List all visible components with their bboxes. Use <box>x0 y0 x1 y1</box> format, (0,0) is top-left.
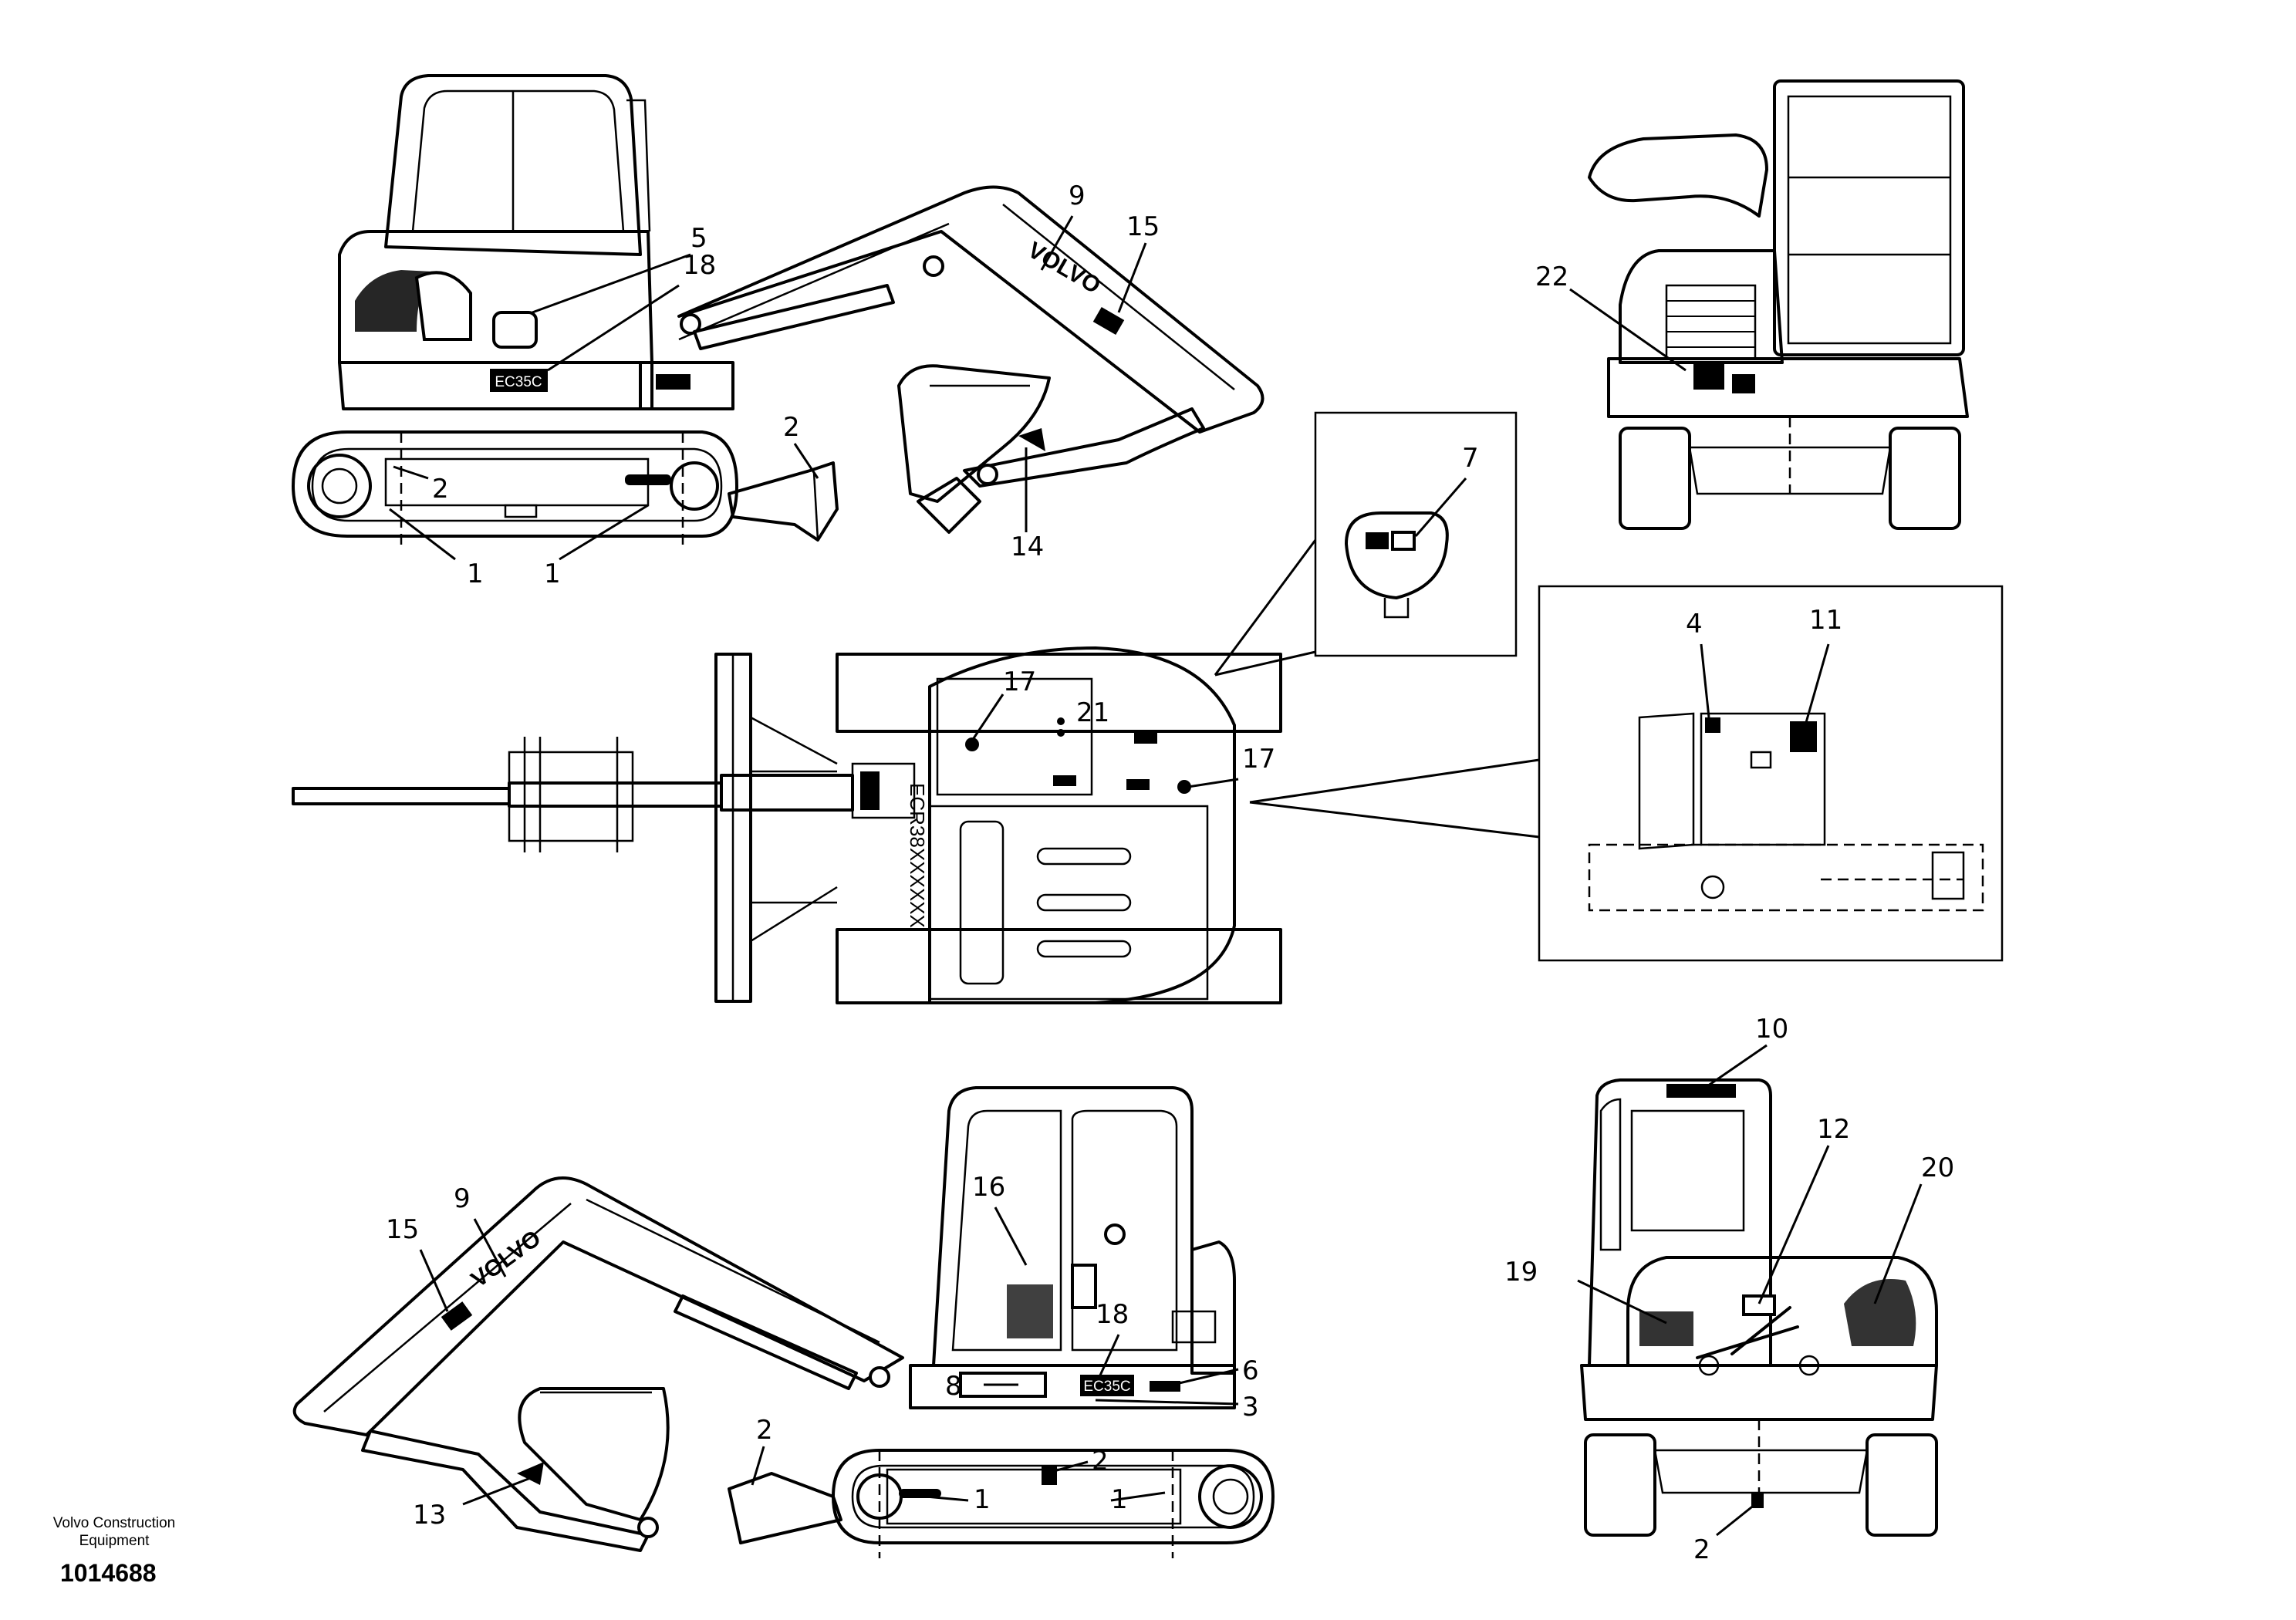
callout-22: 22 <box>1535 262 1568 292</box>
callout-8: 8 <box>945 1371 962 1402</box>
callout-11: 11 <box>1809 605 1842 636</box>
callout-3: 3 <box>1242 1392 1259 1423</box>
footer: Volvo Construction Equipment 1014688 <box>53 1515 175 1587</box>
callout-20: 20 <box>1921 1153 1954 1183</box>
callout-2: 2 <box>432 474 449 505</box>
callout-15: 15 <box>1126 211 1160 242</box>
callout-leaders <box>389 215 1923 1537</box>
detail-box-7 <box>1314 411 1518 657</box>
rear-view-closed <box>1580 1078 1938 1537</box>
callout-6: 6 <box>1242 1355 1259 1386</box>
callout-2: 2 <box>1092 1446 1109 1477</box>
company-name-line1: Volvo Construction <box>53 1515 175 1531</box>
callout-7: 7 <box>1462 443 1479 474</box>
callout-2: 2 <box>783 412 800 443</box>
callout-19: 19 <box>1504 1257 1538 1288</box>
callout-1: 1 <box>544 559 561 589</box>
callout-18: 18 <box>1096 1299 1129 1330</box>
callout-4: 4 <box>1686 609 1703 640</box>
callout-1: 1 <box>467 559 484 589</box>
callout-16: 16 <box>972 1172 1005 1203</box>
callout-10: 10 <box>1755 1014 1788 1045</box>
company-name-line2: Equipment <box>79 1533 150 1549</box>
top-view: ECR38XXXXXX <box>292 539 1540 1004</box>
part-number: 1014688 <box>60 1559 157 1587</box>
serial-marking: ECR38XXXXXX <box>906 783 929 928</box>
rear-view-open-hood <box>1588 79 1969 530</box>
callout-2: 2 <box>1693 1534 1710 1565</box>
callout-17: 17 <box>1003 667 1036 697</box>
callout-labels: 1 1 2 2 5 18 9 15 14 22 7 17 21 17 4 11 … <box>386 181 1954 1565</box>
brand-marking-boom-left: VOLVO <box>1024 237 1106 299</box>
model-marking-left: EC35C <box>495 374 542 390</box>
model-marking-right: EC35C <box>1083 1379 1130 1395</box>
callout-5: 5 <box>690 223 707 254</box>
brand-marking-boom-right: VOLVO <box>467 1226 546 1293</box>
detail-box-4-11 <box>1538 585 2004 962</box>
callout-18: 18 <box>683 250 716 281</box>
callout-9: 9 <box>454 1183 471 1214</box>
callout-2: 2 <box>756 1415 773 1446</box>
callout-15: 15 <box>386 1214 419 1245</box>
callout-12: 12 <box>1817 1114 1850 1145</box>
callout-1: 1 <box>974 1484 991 1515</box>
callout-13: 13 <box>413 1500 446 1531</box>
left-side-view: EC35C VOLVO <box>292 74 1264 548</box>
callout-1: 1 <box>1111 1484 1128 1515</box>
callout-21: 21 <box>1076 697 1109 728</box>
callout-9: 9 <box>1069 181 1086 211</box>
callout-14: 14 <box>1011 532 1044 562</box>
callout-17: 17 <box>1242 744 1275 775</box>
